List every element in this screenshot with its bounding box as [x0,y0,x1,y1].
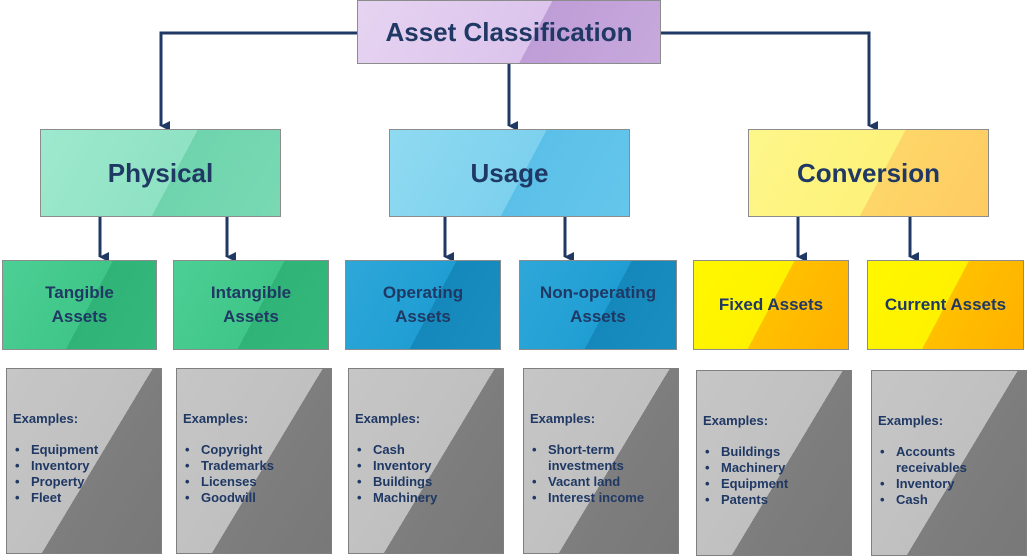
example-item: Buildings [355,474,497,490]
category-title: Conversion [796,157,941,188]
examples-list: Short-term investments Vacant land Inter… [530,442,672,506]
examples-card-intangible: Examples: Copyright Trademarks Licenses … [176,368,332,554]
example-item: Interest income [530,490,672,506]
subtype-line1: Intangible [210,283,292,302]
subtype-line2: Assets [395,307,451,326]
example-item: Licenses [183,474,325,490]
subtype-line1: Operating [382,283,464,302]
examples-card-operating: Examples: Cash Inventory Buildings Machi… [348,368,504,554]
example-item: Inventory [13,458,155,474]
example-item: Fleet [13,490,155,506]
example-item: Equipment [703,476,845,492]
examples-list: Equipment Inventory Property Fleet [13,442,155,506]
example-item: Inventory [355,458,497,474]
example-item: Buildings [703,444,845,460]
example-item: Vacant land [530,474,672,490]
subtype-tangible: Tangible Assets [2,260,157,350]
example-item: Machinery [355,490,497,506]
example-item: Accounts receivables [878,444,1020,476]
example-item: Cash [355,442,497,458]
example-item: Equipment [13,442,155,458]
subtype-line1: Non-operating [539,283,657,302]
subtype-line2: Assets [51,307,108,326]
category-conversion: Conversion [748,129,989,217]
examples-card-non-operating: Examples: Short-term investments Vacant … [523,368,679,554]
examples-heading: Examples: [530,411,596,426]
example-item: Trademarks [183,458,325,474]
arrow-root-to-physical [159,31,357,131]
category-physical: Physical [40,129,281,217]
example-item: Copyright [183,442,325,458]
example-item: Short-term investments [530,442,672,474]
category-title: Usage [470,157,549,188]
subtype-non-operating: Non-operating Assets [519,260,677,350]
examples-heading: Examples: [183,411,249,426]
category-title: Physical [107,157,214,188]
examples-list: Cash Inventory Buildings Machinery [355,442,497,506]
subtype-operating: Operating Assets [345,260,501,350]
examples-list: Buildings Machinery Equipment Patents [703,444,845,508]
example-item: Inventory [878,476,1020,492]
subtype-line2: Assets [223,307,279,326]
arrow-root-to-conversion [661,31,878,131]
subtype-line1: Current Assets [884,295,1007,314]
examples-card-current-assets: Examples: Accounts receivables Inventory… [871,370,1027,556]
examples-list: Accounts receivables Inventory Cash [878,444,1020,508]
subtype-line1: Tangible [45,283,114,302]
example-item: Patents [703,492,845,508]
examples-heading: Examples: [13,411,79,426]
root-title: Asset Classification [385,16,633,47]
examples-heading: Examples: [703,413,769,428]
examples-heading: Examples: [355,411,421,426]
example-item: Cash [878,492,1020,508]
example-item: Property [13,474,155,490]
category-usage: Usage [389,129,630,217]
examples-card-tangible: Examples: Equipment Inventory Property F… [6,368,162,554]
root-node: Asset Classification [357,0,661,64]
subtype-current-assets: Current Assets [867,260,1024,350]
subtype-fixed-assets: Fixed Assets [693,260,849,350]
example-item: Machinery [703,460,845,476]
subtype-line1: Fixed Assets [718,295,824,314]
examples-list: Copyright Trademarks Licenses Goodwill [183,442,325,506]
subtype-line2: Assets [570,307,626,326]
examples-heading: Examples: [878,413,944,428]
examples-card-fixed-assets: Examples: Buildings Machinery Equipment … [696,370,852,556]
example-item: Goodwill [183,490,325,506]
subtype-intangible: Intangible Assets [173,260,329,350]
